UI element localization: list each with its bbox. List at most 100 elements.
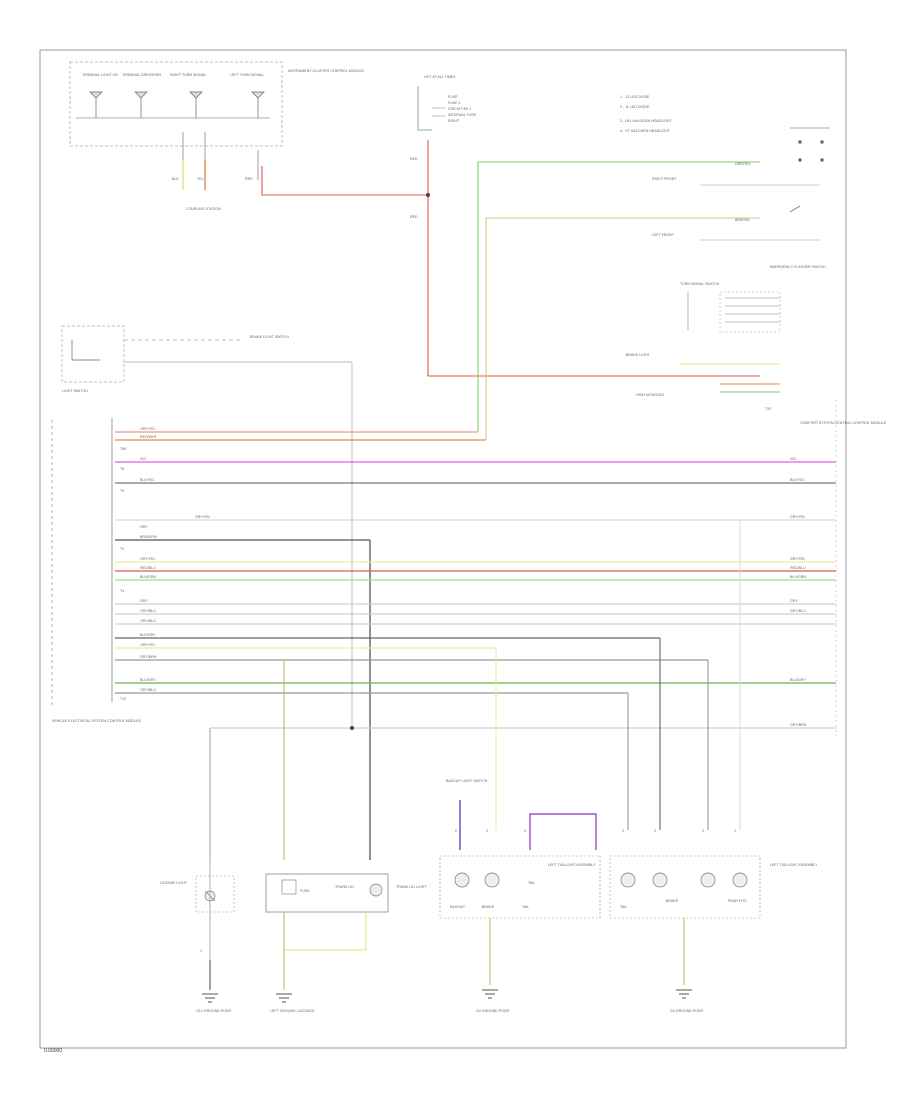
backup-switch-label: BACKUP LIGHT SWITCH bbox=[446, 779, 488, 783]
svg-text:GRY/YEL: GRY/YEL bbox=[140, 643, 156, 647]
bus-wire-labels: GRY/YEL RED/WHT VIO BLK/YEL GRY/YEL GRY … bbox=[140, 427, 807, 727]
fuse-block-title: HOT AT ALL TIMES bbox=[424, 75, 456, 79]
hazard-switch-label: EMERGENCY FLASHER SWITCH bbox=[770, 265, 826, 269]
svg-text:GRY/YEL: GRY/YEL bbox=[140, 427, 156, 431]
svg-text:4 - H7 HALOGEN HEADLIGHT: 4 - H7 HALOGEN HEADLIGHT bbox=[620, 129, 671, 133]
pin-labels: T46 T6 T9 T2 T4 T12 T20 bbox=[120, 407, 771, 701]
turn-signal-switch: TURN SIGNAL SWITCH bbox=[680, 282, 781, 333]
svg-text:LEFT TAILLIGHT ASSEMBLY: LEFT TAILLIGHT ASSEMBLY bbox=[548, 863, 596, 867]
svg-text:TAIL: TAIL bbox=[620, 905, 627, 909]
svg-text:GRY: GRY bbox=[140, 525, 148, 529]
svg-text:3 - H11 HALOGEN HEADLIGHT: 3 - H11 HALOGEN HEADLIGHT bbox=[620, 119, 672, 123]
cluster-label-3: RIGHT TURN SIGNAL bbox=[170, 73, 206, 77]
vertical-drops bbox=[209, 520, 741, 860]
svg-text:T46: T46 bbox=[120, 447, 126, 451]
svg-text:2: 2 bbox=[455, 829, 457, 833]
fuse-block: HOT AT ALL TIMES FUSE FUSE 1 CIRCUIT BK … bbox=[417, 75, 477, 131]
license-light-label: LICENSE LIGHT bbox=[160, 881, 188, 885]
svg-text:RIGHT FRONT: RIGHT FRONT bbox=[652, 177, 677, 181]
license-light: LICENSE LIGHT G12 GROUND POINT bbox=[160, 860, 235, 1013]
svg-text:BLK: BLK bbox=[172, 177, 179, 181]
junction-label: COUPLING STATION bbox=[186, 207, 221, 211]
svg-text:LEFT TAILLIGHT ASSEMBLY: LEFT TAILLIGHT ASSEMBLY bbox=[770, 863, 818, 867]
svg-text:G4 GROUND POINT: G4 GROUND POINT bbox=[476, 1009, 511, 1013]
cluster-label-1: TERMINAL LIGHT ON bbox=[82, 73, 118, 77]
vehicle-electrical-module: VEHICLE ELECTRICAL SYSTEM CONTROL MODULE… bbox=[51, 418, 887, 723]
svg-text:VIO: VIO bbox=[140, 457, 146, 461]
svg-text:2: 2 bbox=[622, 829, 624, 833]
bulb-marks: 1 2 2 3 2 2 2 1 bbox=[200, 829, 736, 953]
svg-text:LEFT FRONT: LEFT FRONT bbox=[652, 233, 675, 237]
svg-text:GRY/YEL: GRY/YEL bbox=[790, 557, 806, 561]
svg-text:LEFT GROUND LUGGAGE: LEFT GROUND LUGGAGE bbox=[270, 1009, 315, 1013]
hazard-switch: GRN/YEL BRN/YEL RIGHT FRONT LEFT FRONT E… bbox=[652, 162, 826, 269]
svg-text:TAIL: TAIL bbox=[528, 881, 535, 885]
svg-text:2: 2 bbox=[654, 829, 656, 833]
legend: 1 - 12 LED DIODE 2 - 11 LED DIODE 3 - H1… bbox=[620, 95, 672, 133]
svg-text:BACKUP: BACKUP bbox=[450, 905, 465, 909]
svg-text:T4: T4 bbox=[120, 589, 124, 593]
red-wire bbox=[261, 140, 760, 377]
svg-text:BRAKE LIGHT: BRAKE LIGHT bbox=[626, 353, 651, 357]
svg-text:1 - 12 LED DIODE: 1 - 12 LED DIODE bbox=[620, 95, 650, 99]
svg-text:GRY/BLU: GRY/BLU bbox=[790, 609, 806, 613]
svg-text:BRN/GRN: BRN/GRN bbox=[140, 535, 157, 539]
svg-text:BRAKE LIGHT SWITCH: BRAKE LIGHT SWITCH bbox=[250, 335, 289, 339]
module-left-label: VEHICLE ELECTRICAL SYSTEM CONTROL MODULE bbox=[52, 719, 142, 723]
svg-text:CIRCUIT BK 1: CIRCUIT BK 1 bbox=[448, 107, 471, 111]
svg-text:BLU/GRN: BLU/GRN bbox=[140, 575, 156, 579]
svg-text:REAR FOG: REAR FOG bbox=[728, 899, 747, 903]
svg-text:BLU/GRY: BLU/GRY bbox=[790, 678, 806, 682]
footer-code: 0.00000 bbox=[44, 1048, 62, 1054]
svg-text:T6: T6 bbox=[120, 467, 124, 471]
top-right-switch bbox=[790, 127, 830, 162]
svg-text:BLK/YEL: BLK/YEL bbox=[140, 478, 155, 482]
trunk-lid-label: TRUNK LID LIGHT bbox=[396, 885, 427, 889]
svg-text:INTERNAL FUSE: INTERNAL FUSE bbox=[448, 113, 477, 117]
taillight-left: TAIL BACKUP BRAKE TAIL LEFT TAILLIGHT AS… bbox=[439, 855, 601, 1013]
svg-text:2: 2 bbox=[486, 829, 488, 833]
svg-text:GRY/BLU: GRY/BLU bbox=[140, 688, 156, 692]
svg-text:GRY/YEL: GRY/YEL bbox=[195, 515, 211, 519]
svg-text:RED/BLU: RED/BLU bbox=[140, 566, 156, 570]
svg-text:RED: RED bbox=[410, 157, 418, 161]
svg-text:2 - 11 LED DIODE: 2 - 11 LED DIODE bbox=[620, 105, 650, 109]
svg-text:GRY/YEL: GRY/YEL bbox=[140, 557, 156, 561]
svg-text:BLU/GRN: BLU/GRN bbox=[790, 575, 806, 579]
svg-text:1: 1 bbox=[734, 829, 736, 833]
svg-text:GRY/YEL: GRY/YEL bbox=[790, 515, 806, 519]
svg-text:GRY/BLU: GRY/BLU bbox=[140, 619, 156, 623]
svg-text:T9: T9 bbox=[120, 489, 124, 493]
svg-text:RED: RED bbox=[245, 177, 253, 181]
turn-switch-label: TURN SIGNAL SWITCH bbox=[680, 282, 720, 286]
taillight-right: TAIL BRAKE REAR FOG LEFT TAILLIGHT ASSEM… bbox=[609, 855, 818, 1013]
svg-text:FUSE: FUSE bbox=[448, 95, 458, 99]
svg-text:T12: T12 bbox=[120, 697, 126, 701]
svg-text:RED/BLU: RED/BLU bbox=[790, 566, 806, 570]
svg-text:3: 3 bbox=[524, 829, 526, 833]
svg-text:VIO: VIO bbox=[790, 457, 796, 461]
svg-text:BRAKE: BRAKE bbox=[666, 899, 679, 903]
svg-text:RED: RED bbox=[410, 215, 418, 219]
trunk-lid-light: FUSE TRUNK LID TRUNK LID LIGHT LEFT GROU… bbox=[265, 873, 427, 1013]
svg-text:BRAKE: BRAKE bbox=[482, 905, 495, 909]
svg-text:FUSE: FUSE bbox=[300, 889, 310, 893]
cluster-label-4: LEFT TURN SIGNAL bbox=[230, 73, 264, 77]
svg-text:T2: T2 bbox=[120, 547, 124, 551]
cluster-title: INSTRUMENT CLUSTER CONTROL MODULE bbox=[288, 69, 365, 73]
svg-text:TRUNK LID: TRUNK LID bbox=[335, 885, 354, 889]
instrument-cluster: TERMINAL LIGHT ON TERMINAL DRIVER/GR RIG… bbox=[69, 61, 365, 211]
hazard-wires bbox=[477, 161, 760, 440]
cluster-label-2: TERMINAL DRIVER/GR bbox=[122, 73, 161, 77]
diagram-frame bbox=[39, 49, 847, 1049]
svg-text:GRY: GRY bbox=[140, 599, 148, 603]
svg-text:T20: T20 bbox=[765, 407, 771, 411]
svg-text:BLK/YEL: BLK/YEL bbox=[790, 478, 805, 482]
backup-switch: BACKUP LIGHT SWITCH bbox=[446, 779, 597, 850]
svg-text:GRY: GRY bbox=[790, 599, 798, 603]
svg-text:BLK/GRY: BLK/GRY bbox=[140, 633, 156, 637]
svg-text:TAIL: TAIL bbox=[522, 905, 529, 909]
svg-text:YEL: YEL bbox=[197, 177, 204, 181]
svg-text:HIGH MOUNTED: HIGH MOUNTED bbox=[636, 393, 665, 397]
